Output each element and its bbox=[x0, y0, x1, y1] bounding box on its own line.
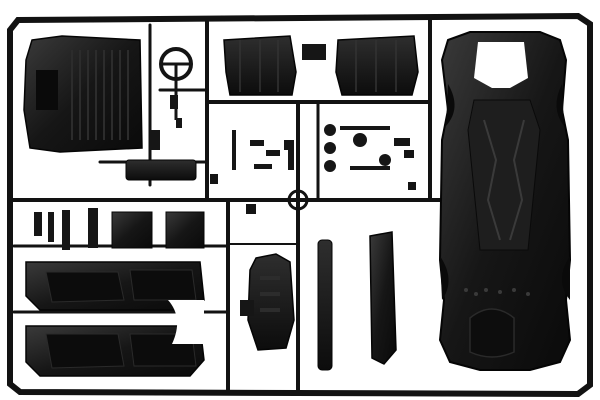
part-front-seat-left bbox=[223, 35, 297, 96]
part-rear-seat bbox=[23, 35, 143, 153]
part-seat-bracket bbox=[302, 44, 326, 60]
part-panel-b bbox=[165, 211, 205, 249]
part-bracket-small bbox=[240, 300, 254, 316]
part-side-sill bbox=[369, 231, 397, 365]
part-suspension-arms bbox=[324, 124, 410, 172]
part-small-levers bbox=[150, 95, 182, 150]
part-console bbox=[125, 159, 197, 181]
part-dashboard bbox=[247, 253, 295, 351]
part-gear-shift bbox=[232, 130, 236, 170]
part-long-rod bbox=[317, 239, 333, 371]
part-front-seat-right bbox=[335, 35, 419, 96]
part-panel-a bbox=[111, 211, 153, 249]
part-chassis-floor bbox=[438, 31, 572, 371]
part-door-panel-upper bbox=[25, 261, 205, 311]
panel-cutout bbox=[168, 300, 204, 344]
part-small-brackets bbox=[34, 208, 98, 250]
part-gate-stubs bbox=[210, 150, 416, 214]
part-pedal-cluster bbox=[250, 140, 294, 170]
